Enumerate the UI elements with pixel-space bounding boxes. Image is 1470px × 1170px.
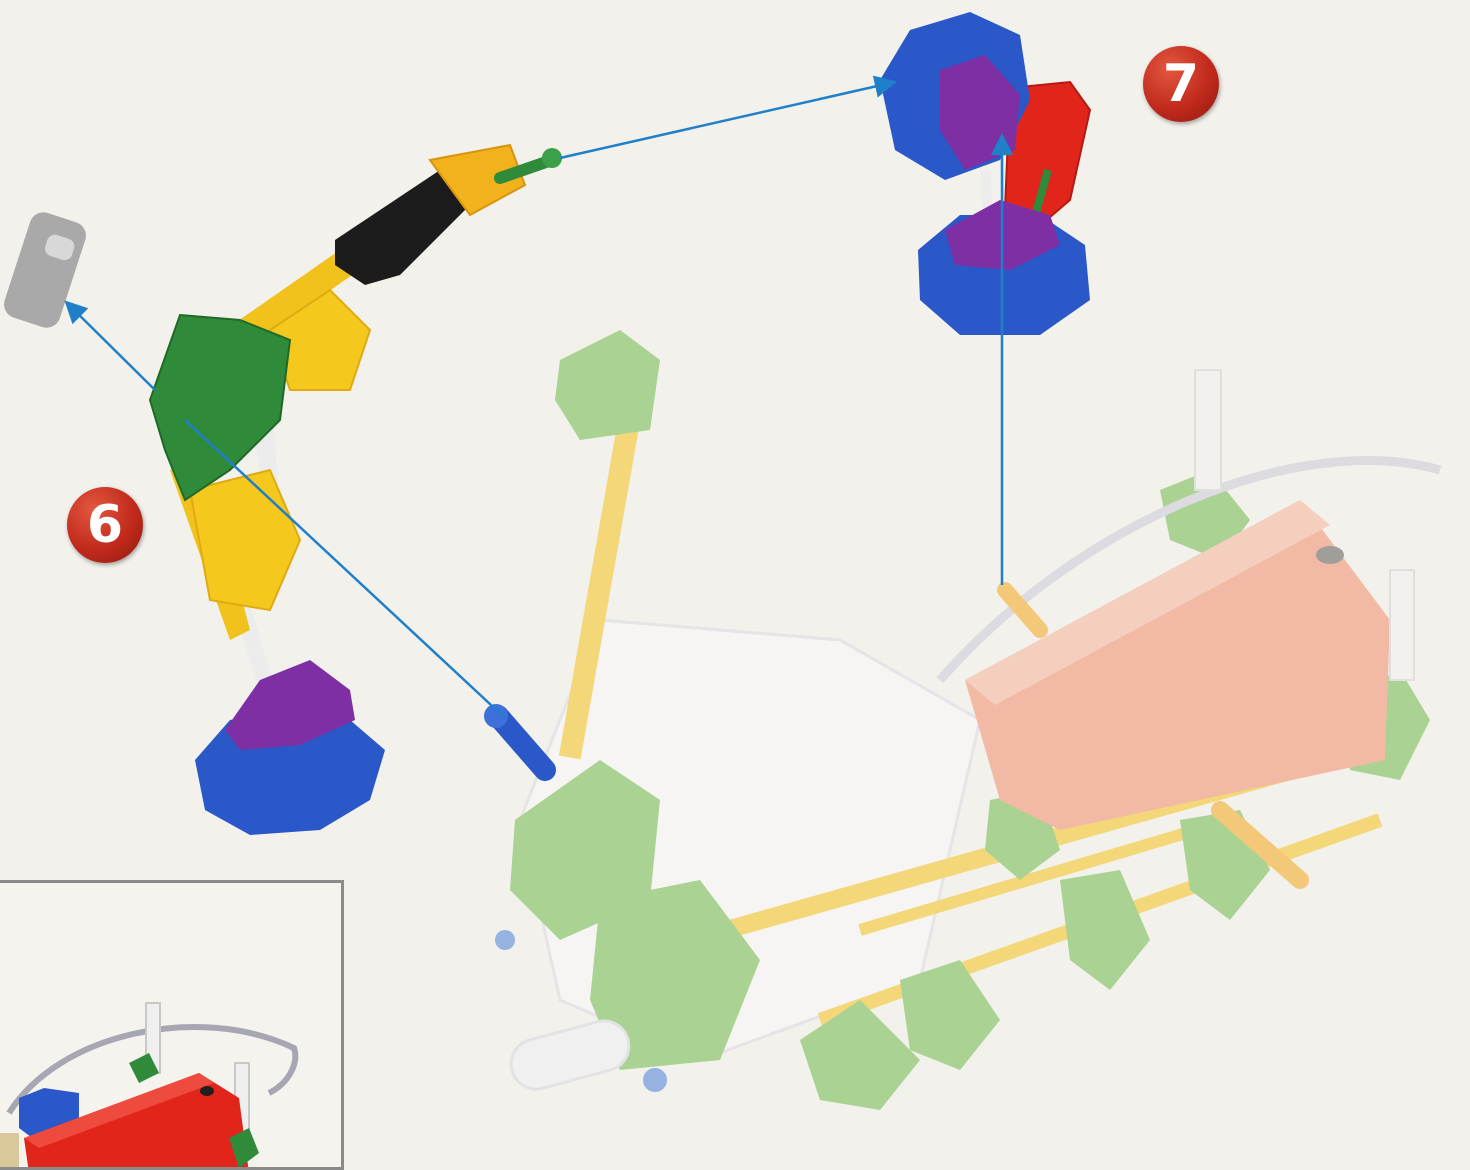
arrow-to-top-gear: [560, 82, 895, 158]
blue-purple-gear-bottom: [918, 200, 1090, 335]
blue-purple-gear-step6: [195, 660, 385, 835]
arrow-to-gray-connector: [66, 302, 155, 390]
step-number-badge-7: 7: [1143, 46, 1219, 122]
step7-parts: [880, 12, 1090, 335]
completed-model-preview: [0, 883, 344, 1170]
step6-parts: [0, 145, 562, 835]
inset-preview-panel: [0, 880, 344, 1170]
step-number-badge-6: 6: [67, 487, 143, 563]
blue-rod-part: [484, 704, 545, 770]
faded-vehicle-assembly: [495, 330, 1440, 1110]
